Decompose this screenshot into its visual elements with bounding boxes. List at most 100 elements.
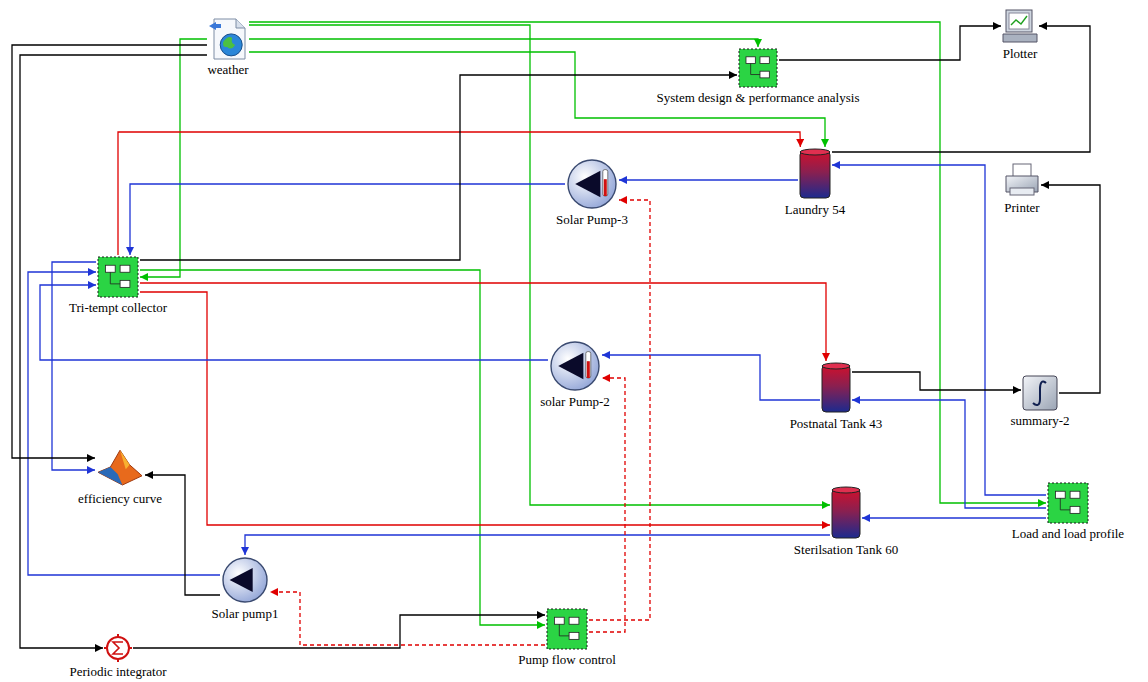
component-icon — [1022, 375, 1058, 411]
sigma-symbol — [113, 642, 123, 654]
printer-component: Printer — [1002, 162, 1041, 215]
connection-line — [779, 26, 1001, 60]
connection-line — [589, 200, 650, 620]
macro-glyph-line — [559, 624, 569, 636]
weather-component: weather — [205, 18, 250, 77]
component-label: Solar Pump-3 — [554, 212, 630, 227]
integrator-tick — [104, 647, 107, 649]
macro-component: Load and load profile — [1010, 482, 1126, 541]
printer-base — [1003, 34, 1037, 42]
macro-box — [547, 609, 587, 649]
connection-line — [832, 165, 1046, 495]
globe-symbol — [220, 34, 242, 56]
component-label: Printer — [1002, 200, 1041, 215]
connection-line — [862, 517, 1046, 518]
macro-glyph — [554, 617, 564, 624]
macro-glyph — [760, 71, 769, 78]
connection-line — [619, 179, 798, 180]
tank-body — [822, 365, 850, 412]
macro-glyph — [1070, 491, 1080, 498]
component-icon — [831, 486, 861, 540]
integrator-tick — [117, 659, 119, 662]
thermometer-symbol — [586, 352, 591, 378]
globe-land — [223, 37, 235, 48]
macro-box — [98, 257, 138, 297]
connection-line — [270, 592, 545, 645]
pump-component: Solar Pump-3 — [554, 158, 630, 227]
macro-glyph — [569, 617, 579, 624]
printer-tray — [1010, 188, 1034, 195]
macro-glyph — [746, 57, 755, 64]
document-fold — [236, 19, 245, 28]
macro-box — [1048, 483, 1088, 523]
macro-glyph — [105, 265, 115, 272]
connection-line — [52, 262, 96, 470]
connection-line — [140, 75, 737, 260]
tank-body — [832, 489, 860, 538]
component-label: summary-2 — [1008, 413, 1071, 428]
connection-line — [28, 272, 220, 575]
macro-glyph — [120, 280, 130, 287]
component-label: Postnatal Tank 43 — [788, 416, 885, 431]
component-icon — [221, 556, 269, 604]
pump-symbol — [568, 160, 616, 208]
component-label: Load and load profile — [1010, 526, 1126, 541]
arrow-symbol — [209, 22, 221, 30]
component-icon — [96, 445, 144, 489]
connection-line — [140, 39, 207, 277]
connection-line — [130, 184, 565, 255]
component-label: Laundry 54 — [783, 202, 847, 217]
component-label: efficiency curve — [76, 491, 164, 506]
macro-glyph-line — [110, 272, 120, 284]
macro-glyph — [760, 57, 769, 64]
macro-glyph — [569, 632, 579, 639]
pump-component: Solar pump1 — [210, 556, 281, 621]
connection-line — [140, 292, 830, 525]
component-icon — [208, 18, 248, 60]
macro-glyph-line — [1060, 498, 1070, 510]
component-label: solar Pump-2 — [538, 394, 612, 409]
connection-line — [12, 45, 207, 458]
plotter-component: Plotter — [1001, 8, 1040, 61]
component-icon — [821, 362, 851, 414]
connection-line — [133, 615, 545, 648]
integrator-box — [1023, 376, 1057, 410]
pump-component: solar Pump-2 — [538, 340, 612, 409]
component-icon — [546, 608, 588, 650]
component-icon — [1047, 482, 1089, 524]
component-icon — [97, 256, 139, 298]
connection-line — [589, 378, 625, 632]
component-icon — [1002, 8, 1038, 44]
component-icon — [799, 148, 831, 200]
component-icon — [1004, 162, 1040, 198]
monitor-body — [1006, 10, 1032, 32]
component-label: System design & performance analysis — [655, 90, 862, 105]
component-icon — [549, 340, 601, 392]
connection-line — [249, 22, 1046, 503]
component-label: weather — [205, 62, 250, 77]
integrator-tick — [129, 647, 132, 649]
tank-component: Laundry 54 — [783, 148, 847, 217]
component-label: Sterilsation Tank 60 — [792, 542, 900, 557]
matlab-component: efficiency curve — [76, 445, 164, 506]
component-label: Plotter — [1001, 46, 1040, 61]
integrator-ring — [107, 637, 129, 659]
tank-component: Postnatal Tank 43 — [788, 362, 885, 431]
component-icon — [104, 634, 132, 662]
connection-line — [249, 39, 758, 47]
tank-top — [800, 149, 830, 155]
integrator-component: Periodic integrator — [67, 634, 168, 679]
connection-line — [852, 372, 1021, 390]
connection-line — [140, 283, 826, 361]
macro-component: Tri-tempt collector — [67, 256, 169, 315]
connection-line — [118, 132, 800, 255]
connection-line — [140, 270, 545, 625]
macro-component: Pump flow control — [516, 608, 618, 667]
macro-component: System design & performance analysis — [655, 48, 862, 105]
component-label: Tri-tempt collector — [67, 300, 169, 315]
pump-triangle — [230, 568, 253, 592]
pump-symbol — [223, 558, 267, 602]
macro-glyph — [1070, 506, 1080, 513]
integrator-tick — [117, 634, 119, 637]
